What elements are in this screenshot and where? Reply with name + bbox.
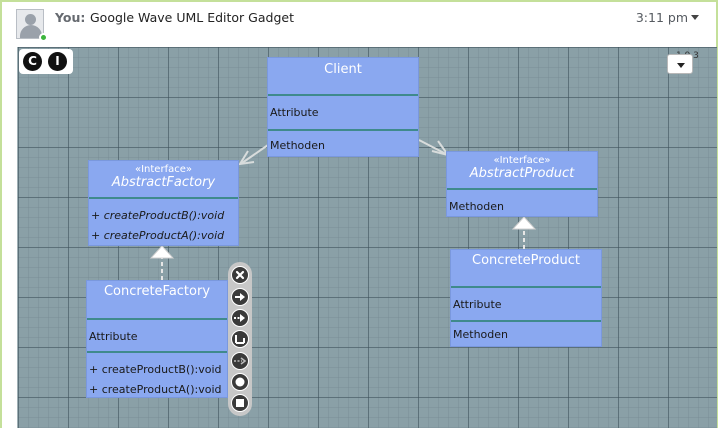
- class-methods: Methoden: [270, 139, 325, 152]
- blip-author: You:: [55, 10, 86, 25]
- class-methods: Methoden: [449, 200, 504, 213]
- license-badge[interactable]: C I: [19, 49, 73, 74]
- circle-icon[interactable]: [231, 373, 249, 391]
- uml-class-concrete-product[interactable]: ConcreteProduct Attribute Methoden: [450, 249, 602, 347]
- class-methods: Methoden: [453, 328, 508, 341]
- blip-time[interactable]: 3:11 pm: [635, 10, 688, 25]
- blip-title: Google Wave UML Editor Gadget: [90, 10, 294, 25]
- class-operation: + createProductB():void: [91, 209, 225, 222]
- dashed-arrow-icon[interactable]: [231, 352, 249, 370]
- class-name: Client: [324, 62, 362, 77]
- aggregation-icon[interactable]: [231, 330, 249, 348]
- class-attribute: Attribute: [270, 106, 319, 119]
- uml-class-client[interactable]: Client Attribute Methoden: [267, 57, 419, 157]
- class-name: ConcreteProduct: [472, 253, 580, 268]
- info-icon: I: [48, 52, 67, 71]
- chevron-down-icon: [677, 63, 685, 68]
- class-operation: + createProductB():void: [89, 363, 222, 376]
- class-stereotype: «Interface»: [493, 155, 551, 166]
- avatar[interactable]: [16, 9, 44, 39]
- gadget-menu-button[interactable]: [667, 54, 693, 74]
- class-name: ConcreteFactory: [103, 284, 211, 299]
- tool-palette: [228, 262, 252, 416]
- blip-menu-chevron-icon[interactable]: [691, 15, 699, 20]
- association-arrow-icon[interactable]: [231, 288, 249, 306]
- uml-class-abstract-product[interactable]: «Interface» AbstractProduct Methoden: [446, 151, 598, 217]
- class-operation: + createProductA():void: [89, 383, 222, 396]
- class-stereotype: «Interface»: [134, 164, 192, 175]
- delete-icon[interactable]: [231, 266, 249, 284]
- class-attribute: Attribute: [89, 330, 138, 343]
- dependency-arrow-icon[interactable]: [231, 309, 249, 327]
- uml-class-abstract-factory[interactable]: «Interface» AbstractFactory + createProd…: [88, 160, 239, 246]
- class-name: AbstractProduct: [469, 166, 575, 181]
- square-icon[interactable]: [231, 394, 249, 412]
- class-operation: + createProductA():void: [91, 229, 225, 242]
- online-status-icon: [39, 33, 48, 42]
- class-attribute: Attribute: [453, 298, 502, 311]
- creative-commons-icon: C: [23, 52, 42, 71]
- class-name: AbstractFactory: [111, 175, 216, 190]
- uml-class-concrete-factory[interactable]: ConcreteFactory Attribute + createProduc…: [86, 280, 228, 398]
